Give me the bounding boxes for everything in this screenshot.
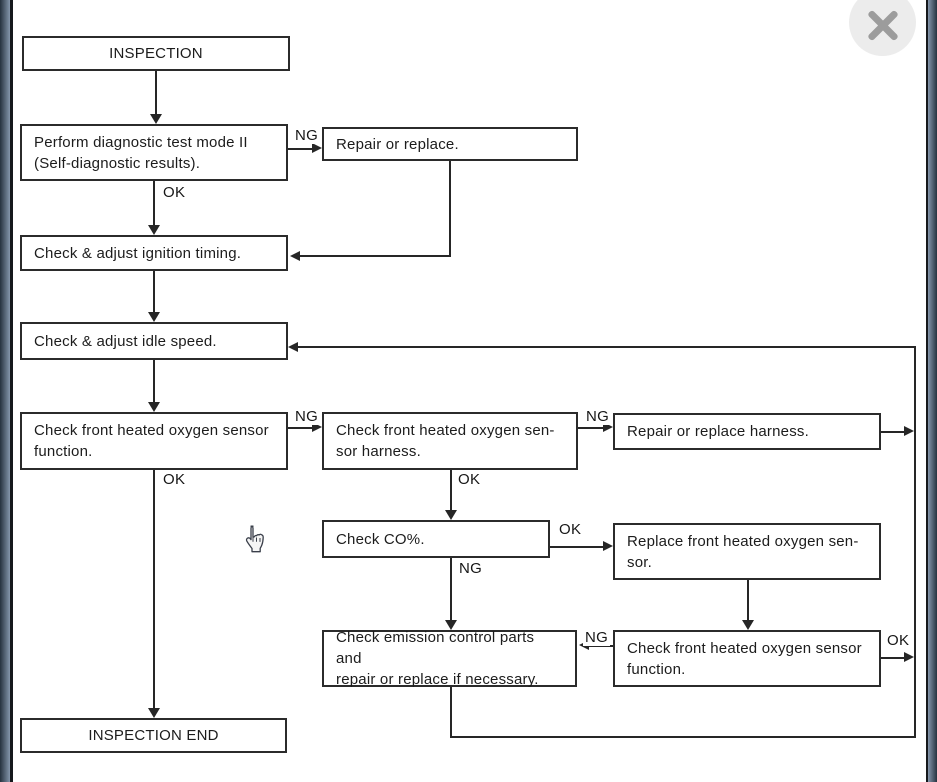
edge-co-ng: [450, 558, 452, 622]
edge-harness-ng: [578, 427, 605, 429]
node-inspection: INSPECTION: [22, 36, 290, 71]
arrowhead-down-icon: [148, 225, 160, 235]
edge-label-ng: NG: [457, 560, 485, 577]
edge-inspection-to-diag: [155, 71, 157, 116]
arrowhead-right-icon: [904, 426, 914, 436]
close-button[interactable]: [849, 0, 916, 56]
node-ignition-timing: Check & adjust ignition timing.: [20, 235, 288, 271]
node-repair-or-replace: Repair or replace.: [322, 127, 578, 161]
edge-harness-ok: [450, 470, 452, 512]
arrowhead-left-icon: [290, 251, 300, 261]
edge-ignition-to-idle: [153, 271, 155, 312]
edge-feedback-rail: [914, 346, 916, 738]
edge-label-ok: OK: [456, 471, 483, 488]
arrowhead-right-icon: [312, 143, 322, 153]
arrowhead-right-icon: [904, 652, 914, 662]
node-o2-sensor-function-2: Check front heated oxygen sensor functio…: [613, 630, 881, 687]
edge-feedback-to-idle: [298, 346, 916, 348]
edge-label-ok: OK: [161, 471, 188, 488]
arrowhead-left-icon: [288, 342, 298, 352]
arrowhead-right-icon: [312, 422, 322, 432]
arrowhead-down-icon: [150, 114, 162, 124]
node-o2-sensor-harness: Check front heated oxygen sen- sor harne…: [322, 412, 578, 470]
page-edge-left: [0, 0, 10, 782]
edge-o2func2-ok: [881, 657, 907, 659]
edge-label-ng: NG: [293, 127, 321, 144]
edge-emission-to-rail: [450, 736, 916, 738]
node-idle-speed: Check & adjust idle speed.: [20, 322, 288, 360]
edge-o2func1-ok: [153, 470, 155, 708]
node-repair-harness: Repair or replace harness.: [613, 413, 881, 450]
page-edge-left-line: [10, 0, 13, 782]
edge-repair-to-ignition-h: [300, 255, 451, 257]
arrowhead-down-icon: [742, 620, 754, 630]
node-diagnostic-test: Perform diagnostic test mode II (Self-di…: [20, 124, 288, 181]
edge-label-ok: OK: [161, 184, 188, 201]
hand-pointer-cursor: [245, 525, 264, 553]
arrowhead-down-icon: [445, 620, 457, 630]
edge-o2func2-ng: [589, 645, 613, 647]
node-inspection-end: INSPECTION END: [20, 718, 287, 753]
arrowhead-down-icon: [148, 402, 160, 412]
arrowhead-right-icon: [603, 541, 613, 551]
page-edge-right-line: [926, 0, 928, 782]
arrowhead-down-icon: [148, 708, 160, 718]
edge-idle-to-o2func1: [153, 360, 155, 402]
arrowhead-down-icon: [445, 510, 457, 520]
node-check-co: Check CO%.: [322, 520, 550, 558]
arrowhead-down-icon: [148, 312, 160, 322]
edge-o2func1-ng: [288, 427, 314, 429]
edge-label-ok: OK: [885, 632, 912, 649]
node-emission-control: Check emission control parts and repair …: [322, 629, 577, 688]
edge-label-ng: NG: [584, 408, 612, 425]
edge-repair-to-ignition-v: [449, 161, 451, 257]
edge-label-ng: NG: [583, 629, 611, 646]
page-edge-right: [928, 0, 937, 782]
edge-label-ok: OK: [557, 521, 584, 538]
node-o2-sensor-function-1: Check front heated oxygen sensor functio…: [20, 412, 288, 470]
edge-diag-ng: [288, 148, 314, 150]
edge-repairharness-to-rail: [881, 431, 907, 433]
edge-co-ok: [550, 546, 606, 548]
arrowhead-right-icon: [603, 422, 613, 432]
edge-diag-ok: [153, 181, 155, 225]
edge-emission-down: [450, 687, 452, 738]
edge-label-ng: NG: [293, 408, 321, 425]
edge-replace-to-o2func2: [747, 580, 749, 622]
node-replace-sensor: Replace front heated oxygen sen- sor.: [613, 523, 881, 580]
